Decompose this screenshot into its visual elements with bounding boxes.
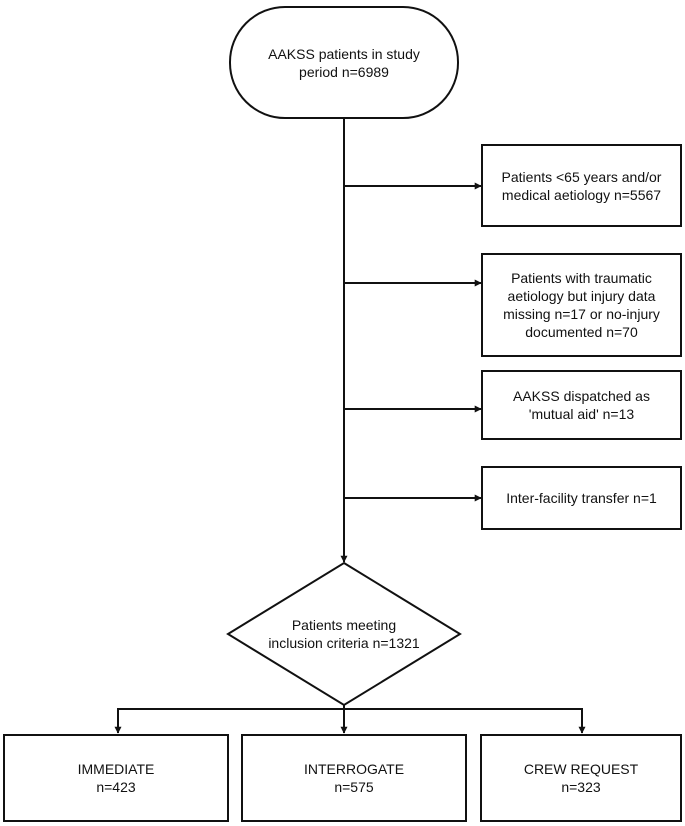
- decision-label: Patients meeting inclusion criteria n=13…: [228, 590, 460, 678]
- outcome-line: CREW REQUEST: [523, 761, 639, 777]
- outcome-line: INTERROGATE: [303, 761, 405, 777]
- exclusion-box-3: [481, 370, 682, 440]
- exclusion-line: medical aetiology n=5567: [501, 186, 662, 203]
- exclusion-label-2: Patients with traumatic aetiology but in…: [482, 254, 681, 356]
- exclusion-label-4: Inter-facility transfer n=1: [482, 467, 681, 529]
- outcome-box-crew-request: [480, 734, 682, 822]
- outcome-box-immediate: [3, 734, 229, 822]
- exclusion-line: Patients <65 years and/or: [501, 168, 662, 185]
- exclusion-line: Patients with traumatic: [511, 270, 652, 286]
- start-label: AAKSS patients in study period n=6989: [230, 7, 458, 118]
- outcome-label-crew-request: CREW REQUEST n=323: [481, 735, 681, 821]
- outcome-label-immediate: IMMEDIATE n=423: [4, 735, 228, 821]
- exclusion-line: documented n=70: [525, 324, 638, 340]
- decision-line: inclusion criteria n=1321: [268, 635, 420, 651]
- decision-line: Patients meeting: [291, 617, 397, 633]
- exclusion-box-1: [481, 144, 682, 227]
- outcome-box-interrogate: [241, 734, 467, 822]
- exclusion-box-4: [481, 466, 682, 530]
- exclusion-line: Inter-facility transfer n=1: [506, 490, 657, 506]
- start-label-line: AAKSS patients in study: [268, 45, 420, 62]
- exclusion-box-2: [481, 253, 682, 357]
- exclusion-line: aetiology but injury data: [507, 288, 656, 304]
- outcome-label-interrogate: INTERROGATE n=575: [242, 735, 466, 821]
- outcome-line: n=323: [561, 779, 601, 795]
- exclusion-line: 'mutual aid' n=13: [528, 406, 635, 422]
- start-label-line: period n=6989: [299, 63, 389, 80]
- exclusion-line: missing n=17 or no-injury: [503, 306, 660, 322]
- outcome-line: IMMEDIATE: [77, 761, 155, 777]
- exclusion-label-3: AAKSS dispatched as 'mutual aid' n=13: [482, 371, 681, 439]
- exclusion-line: AAKSS dispatched as: [513, 388, 650, 404]
- outcome-line: n=575: [334, 779, 374, 795]
- outcome-line: n=423: [96, 779, 136, 795]
- exclusion-label-1: Patients <65 years and/or medical aetiol…: [482, 145, 681, 226]
